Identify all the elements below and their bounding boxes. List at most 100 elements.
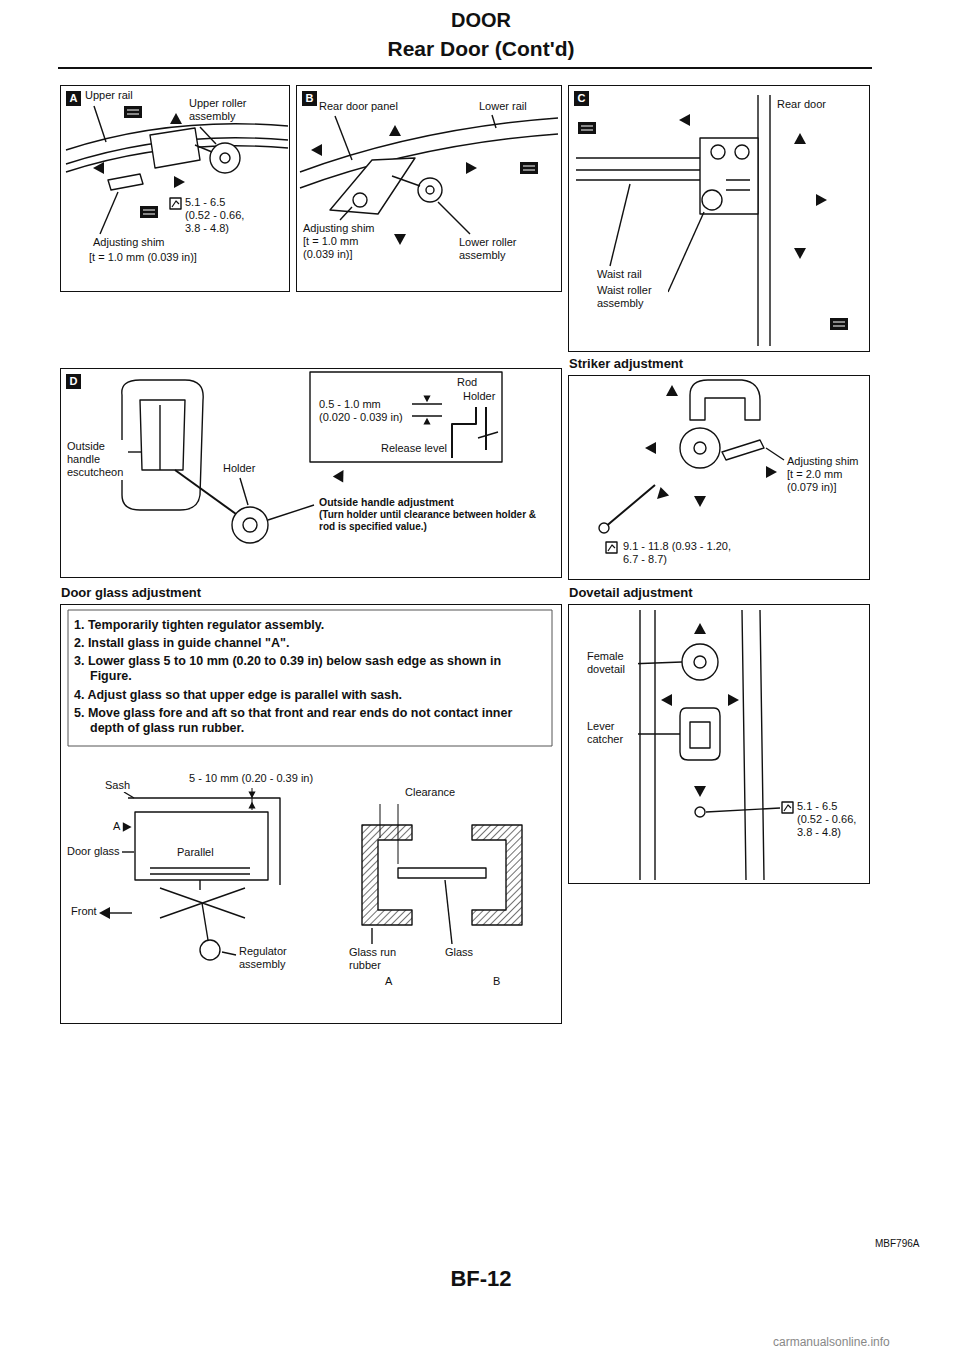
header-rule <box>58 67 872 68</box>
part-label: Rear door panel <box>318 100 399 113</box>
outside-handle-drawing <box>122 380 203 510</box>
waist-roller-drawing <box>610 184 630 266</box>
note-heading: Outside handle adjustment <box>318 496 455 509</box>
outside-handle-drawing <box>478 432 498 438</box>
dovetail-drawing <box>640 610 764 880</box>
door-glass-drawing <box>68 610 552 960</box>
dimension-label: 5 - 10 mm (0.20 - 0.39 in) <box>188 772 314 785</box>
part-label: Lower rail <box>478 100 528 113</box>
section-mark: A <box>112 820 121 833</box>
lower-rail-drawing <box>353 193 367 207</box>
lower-rail-drawing <box>389 125 401 136</box>
section-mark: A <box>384 975 393 988</box>
door-glass-drawing <box>248 792 255 799</box>
outside-handle-drawing <box>412 404 442 416</box>
part-label: Upper rail <box>84 89 134 102</box>
step-text: 4. Adjust glass so that upper edge is pa… <box>74 688 545 703</box>
dovetail-drawing <box>782 802 793 813</box>
lower-rail-drawing <box>438 202 470 234</box>
step-text: 5. Move glass fore and aft so that front… <box>74 706 545 736</box>
part-label: Rear door <box>776 98 827 111</box>
part-label: Outside handle escutcheon <box>66 440 128 480</box>
outside-handle-drawing <box>159 405 160 470</box>
waist-roller-drawing <box>711 145 725 159</box>
striker-drawing <box>766 448 784 460</box>
waist-roller-drawing <box>794 248 806 259</box>
torque-spec: 5.1 - 6.5 (0.52 - 0.66, 3.8 - 4.8) <box>184 196 250 236</box>
door-glass-drawing <box>135 812 268 880</box>
door-glass-drawing <box>200 940 220 960</box>
door-glass-drawing <box>222 952 236 955</box>
door-glass-drawing <box>199 880 200 890</box>
door-glass-drawing <box>124 792 134 798</box>
part-label: Upper roller assembly <box>188 97 260 123</box>
section-heading: Dovetail adjustment <box>569 585 693 601</box>
upper-rail-drawing <box>94 106 106 142</box>
step-text: 2. Install glass in guide channel "A". <box>74 636 545 651</box>
lower-rail-drawing <box>394 234 406 245</box>
door-glass-drawing <box>110 912 132 913</box>
door-glass-drawing <box>445 880 452 944</box>
upper-rail-drawing <box>124 106 142 118</box>
part-label: Adjusting shim [t = 1.0 mm (0.039 in)] <box>302 222 380 262</box>
striker-drawing <box>766 466 777 478</box>
panel-letter: B <box>302 91 317 106</box>
upper-rail-drawing <box>150 128 200 168</box>
upper-rail-drawing <box>170 113 182 124</box>
figure-code: MBF796A <box>874 1238 920 1250</box>
waist-roller-drawing <box>794 133 806 144</box>
lower-rail-drawing <box>330 158 415 214</box>
dovetail-drawing <box>694 623 706 634</box>
waist-roller-drawing <box>726 180 750 190</box>
outside-handle-drawing <box>485 407 487 450</box>
part-label: Female dovetail <box>586 650 638 676</box>
door-glass-drawing <box>99 907 110 919</box>
part-label: Adjusting shim <box>92 236 166 249</box>
waist-roller-drawing <box>668 212 704 292</box>
dovetail-drawing <box>728 694 739 706</box>
waist-roller-drawing <box>735 145 749 159</box>
header-rule <box>58 67 872 69</box>
lower-rail-drawing <box>426 186 434 194</box>
upper-rail-drawing <box>66 106 288 234</box>
striker-drawing <box>690 380 760 420</box>
striker-drawing <box>666 385 678 396</box>
striker-drawing <box>653 487 669 503</box>
outside-handle-drawing <box>232 507 268 543</box>
striker-drawing <box>599 523 609 533</box>
page-title: DOOR <box>380 8 582 32</box>
section-mark: B <box>492 975 501 988</box>
part-label: Adjusting shim [t = 2.0 mm (0.079 in)] <box>786 455 864 495</box>
striker-drawing <box>722 440 764 460</box>
dovetail-drawing <box>682 644 718 680</box>
waist-roller-drawing <box>702 190 722 210</box>
part-label: Door glass <box>66 845 121 858</box>
part-label: Parallel <box>176 846 215 859</box>
door-glass-drawing <box>122 851 134 852</box>
page-subtitle: Rear Door (Cont'd) <box>280 36 682 61</box>
upper-rail-drawing <box>100 192 118 234</box>
striker-drawing <box>645 442 656 454</box>
outside-handle-drawing <box>310 372 502 462</box>
upper-rail-drawing <box>220 153 230 163</box>
door-glass-drawing <box>202 903 208 940</box>
panel-letter: C <box>574 91 589 106</box>
outside-handle-drawing <box>128 451 142 452</box>
striker-drawing <box>680 428 720 468</box>
lower-rail-drawing <box>392 176 420 186</box>
dovetail-drawing <box>694 786 706 797</box>
lower-rail-drawing <box>492 115 496 128</box>
upper-rail-drawing <box>174 176 185 188</box>
lower-rail-drawing <box>340 207 352 220</box>
part-label: Glass run rubber <box>348 946 402 972</box>
dovetail-drawing <box>690 722 710 748</box>
dovetail-drawing <box>680 708 720 760</box>
striker-drawing <box>604 485 655 528</box>
outside-handle-drawing <box>333 467 349 483</box>
part-label: Release level <box>380 442 448 455</box>
door-glass-drawing <box>371 928 372 944</box>
section-heading: Striker adjustment <box>569 356 683 372</box>
door-glass-drawing <box>68 610 552 746</box>
door-glass-drawing <box>380 804 398 864</box>
